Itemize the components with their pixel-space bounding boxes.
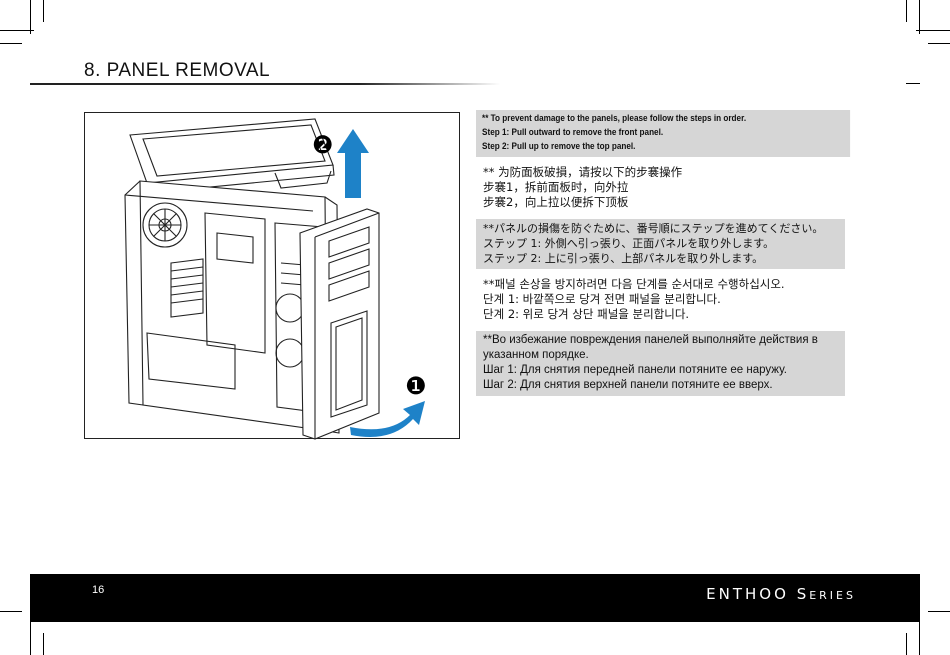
- up-arrow: [337, 129, 369, 198]
- crop-mark: [0, 43, 22, 44]
- crop-mark: [928, 43, 950, 44]
- crop-mark: [919, 0, 920, 34]
- instructions-column: ** To prevent damage to the panels, plea…: [476, 110, 851, 402]
- japanese-step-2: ステップ 2: 上に引っ張り、上部パネルを取り外します。: [483, 252, 764, 265]
- crop-mark: [916, 30, 950, 31]
- korean-warning: **패널 손상을 방지하려면 다음 단계를 순서대로 수행하십시오.: [483, 277, 785, 291]
- instructions-russian: **Во избежание повреждения панелей выпол…: [476, 331, 845, 396]
- japanese-step-1: ステップ 1: 外側へ引っ張り、正面パネルを取り外します。: [483, 237, 775, 250]
- case-drawing: ❷ ❶: [124, 118, 427, 440]
- crop-mark: [30, 0, 31, 34]
- chinese-warning: ** 为防面板破損，请按以下的步褰操作: [483, 165, 683, 179]
- crop-mark: [928, 611, 950, 612]
- page-number: 16: [92, 584, 105, 596]
- page-title: 8. PANEL REMOVAL: [84, 60, 271, 81]
- step-2-marker: ❷: [312, 131, 334, 159]
- russian-warning: **Во избежание повреждения панелей выпол…: [483, 334, 818, 361]
- crop-mark: [43, 633, 44, 655]
- footer-bar: 16 ENTHOO Series: [30, 574, 920, 622]
- crop-mark: [43, 0, 44, 22]
- instructions-korean: **패널 손상을 방지하려면 다음 단계를 순서대로 수행하십시오. 단계 1:…: [476, 275, 845, 325]
- english-warning: ** To prevent damage to the panels, plea…: [482, 113, 747, 124]
- russian-step-1: Шаг 1: Для снятия передней панели потяни…: [483, 364, 787, 376]
- crop-mark: [906, 0, 907, 22]
- instructions-english: ** To prevent damage to the panels, plea…: [476, 110, 851, 157]
- crop-mark: [30, 621, 31, 655]
- step-1-marker: ❶: [405, 372, 427, 400]
- crop-mark: [0, 611, 22, 612]
- panel-removal-illustration: ❷ ❶: [84, 112, 460, 440]
- crop-mark: [906, 633, 907, 655]
- japanese-warning: **パネルの損傷を防ぐために、番号順にステップを進めてください。: [483, 222, 824, 235]
- instructions-japanese: **パネルの損傷を防ぐために、番号順にステップを進めてください。 ステップ 1:…: [476, 219, 845, 269]
- crop-mark: [906, 83, 920, 84]
- chinese-step-1: 步褰1，拆前面板时，向外拉: [483, 180, 629, 194]
- korean-step-1: 단계 1: 바깥쪽으로 당겨 전면 패널을 분리합니다.: [483, 292, 721, 306]
- russian-step-2: Шаг 2: Для снятия верхней панели потянит…: [483, 379, 773, 391]
- instructions-chinese: ** 为防面板破損，请按以下的步褰操作 步褰1，拆前面板时，向外拉 步褰2，向上…: [476, 163, 845, 213]
- brand-logo: ENTHOO Series: [706, 585, 856, 603]
- crop-mark: [0, 30, 34, 31]
- english-step-1: Step 1: Pull outward to remove the front…: [482, 127, 664, 138]
- crop-mark: [919, 621, 920, 655]
- title-underline: [30, 83, 500, 85]
- chinese-step-2: 步褰2，向上拉以便拆下顶板: [483, 195, 629, 209]
- outward-arrow: [350, 401, 425, 437]
- korean-step-2: 단계 2: 위로 당겨 상단 패널을 분리합니다.: [483, 307, 690, 321]
- english-step-2: Step 2: Pull up to remove the top panel.: [482, 141, 636, 152]
